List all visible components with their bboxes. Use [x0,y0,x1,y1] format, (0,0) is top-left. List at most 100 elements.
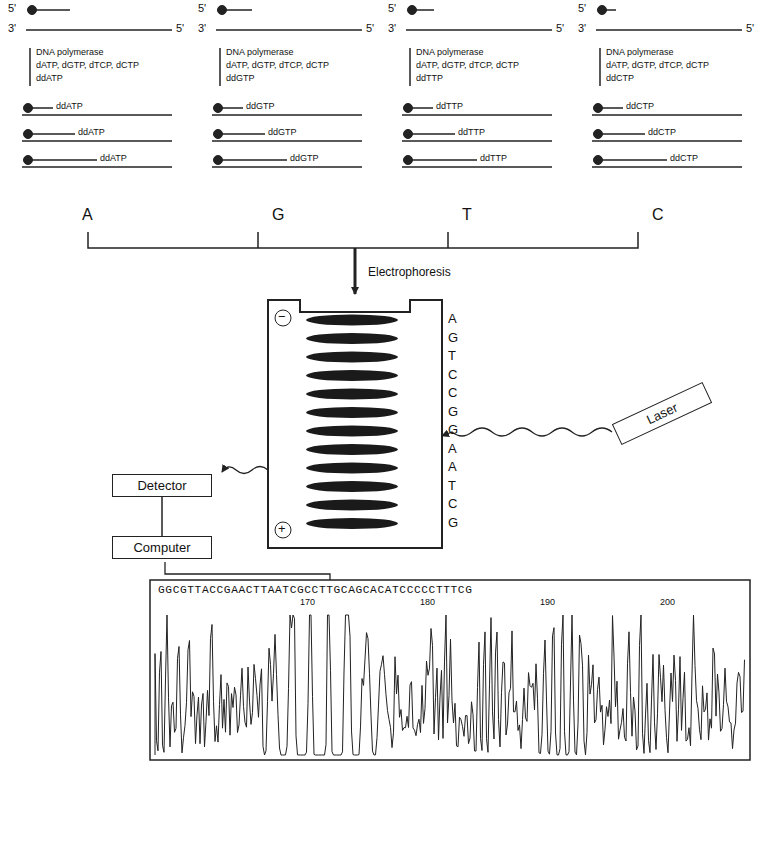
template-strand [212,166,362,168]
template-strand [22,166,172,168]
reaction-bar [219,48,221,86]
band-letter: A [448,312,457,326]
template-strand [592,140,742,142]
band-letter: G [448,405,458,419]
reagent-text: ddATP [36,74,63,84]
template-strand [216,29,362,31]
box-label: Detector [137,478,186,493]
template-strand [406,29,552,31]
fragment-strand [32,133,75,135]
fragment-label: ddCTP [670,154,698,164]
primer-dot [28,6,37,15]
flow-arrow [354,248,357,294]
fragment-strand [222,159,287,161]
reagent-text: DNA polymerase [36,48,104,58]
reaction-letter: C [652,206,664,224]
fragment-strand [412,159,477,161]
primer-dot [404,130,413,139]
band-letter: T [448,479,456,493]
fragment-label: ddATP [56,102,83,112]
bracket [88,232,638,248]
connector [161,497,163,536]
band [306,463,398,474]
laser-beam [442,428,612,436]
band [306,518,398,529]
reagent-text: dATP, dGTP, dTCP, dCTP [226,61,329,71]
band-letter: G [448,516,458,530]
primer-dot [594,104,603,113]
fragment-label: ddGTP [246,102,275,112]
reaction-bar [599,48,601,86]
reagent-text: ddGTP [226,74,255,84]
gel-bands [306,315,398,530]
fragment-label: ddATP [78,128,105,138]
band-letter: C [448,386,457,400]
primer-dot [24,130,33,139]
primer-strand [606,9,616,11]
template-strand [592,166,742,168]
fragment-strand [412,133,455,135]
band-letter: G [448,423,458,437]
primer-dot [594,130,603,139]
strand-end: 5' [8,2,16,14]
reagent-text: dATP, dGTP, dTCP, dCTP [416,61,519,71]
box-label: Laser [644,400,680,427]
primer-dot [408,6,417,15]
reagent-text: ddCTP [606,74,634,84]
band-letter: A [448,460,457,474]
fragment-strand [32,107,53,109]
band [306,407,398,418]
strand-end: 3' [578,22,586,34]
primer-dot [598,6,607,15]
primer-dot [404,156,413,165]
template-strand [212,114,362,116]
chromatogram-frame [150,580,750,760]
strand-end: 5' [746,22,754,34]
strand-end: 5' [198,2,206,14]
detector-box: Detector [112,474,212,497]
band-letter: C [448,368,457,382]
fragment-label: ddTTP [436,102,463,112]
fragment-strand [32,159,97,161]
fragment-label: ddTTP [458,128,485,138]
strand-end: 5' [366,22,374,34]
fragment-strand [602,107,623,109]
reagent-text: dATP, dGTP, dTCP, dCTP [36,61,139,71]
reaction-bar [29,48,31,86]
template-strand [22,140,172,142]
fragment-label: ddCTP [648,128,676,138]
fragment-strand [222,107,243,109]
band [306,444,398,455]
fragment-strand [222,133,265,135]
primer-strand [36,9,70,11]
primer-dot [214,130,223,139]
template-strand [26,29,172,31]
band [306,352,398,363]
reaction-letter: A [82,206,93,224]
reagent-text: DNA polymerase [416,48,484,58]
strand-end: 5' [556,22,564,34]
template-strand [212,140,362,142]
primer-dot [214,104,223,113]
band [306,333,398,344]
laser-box: Laser [612,382,712,445]
band [306,315,398,326]
primer-dot [24,156,33,165]
primer-dot [218,6,227,15]
band [306,389,398,400]
position-number: 190 [540,598,555,608]
emission [222,467,268,474]
position-number: 200 [660,598,675,608]
box-label: Computer [133,540,190,555]
template-strand [592,114,742,116]
step-label: Electrophoresis [368,266,451,279]
strand-end: 3' [198,22,206,34]
band-letter: G [448,331,458,345]
strand-end: 5' [388,2,396,14]
chromatogram-trace [155,615,745,755]
primer-strand [226,9,252,11]
band [306,500,398,511]
electrode-sign: + [278,522,286,536]
reagent-text: DNA polymerase [226,48,294,58]
fragment-label: ddATP [100,154,127,164]
